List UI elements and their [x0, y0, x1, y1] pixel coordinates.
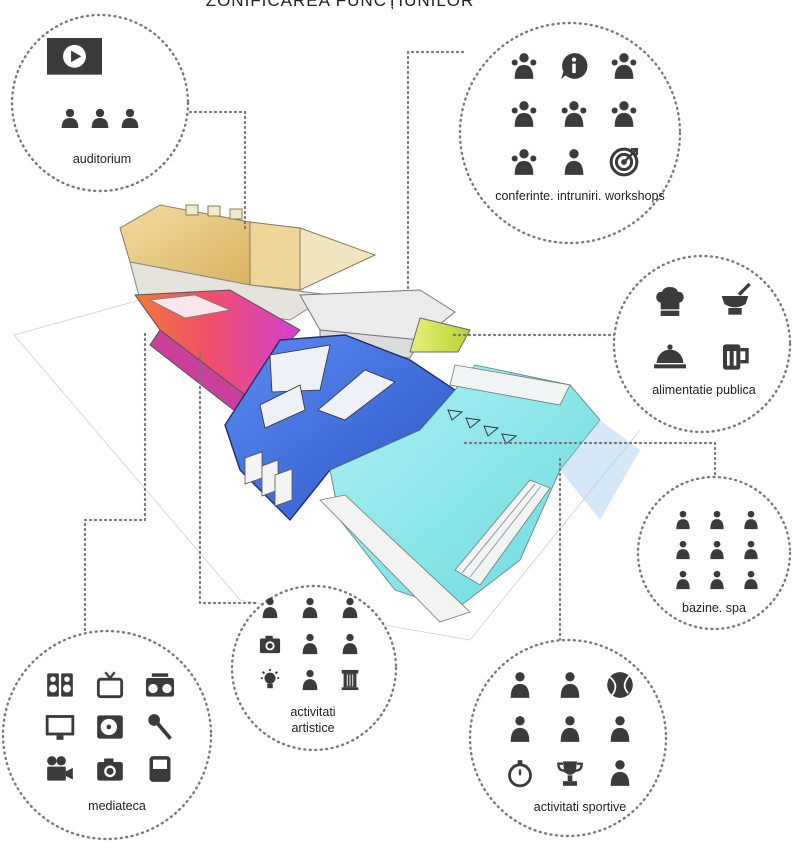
food-cloche-icon [654, 344, 686, 369]
feather-pen-icon [262, 597, 278, 619]
audience-person-icon [121, 108, 139, 128]
stopwatch-icon [508, 760, 532, 788]
lightbulb-icon [260, 669, 280, 689]
spa-stones-icon [744, 570, 758, 590]
skylight-triangles [447, 409, 518, 445]
spa-face-icon [676, 540, 690, 560]
diagram-title: ZONIFICAREA FUNCȚIUNILOR [205, 0, 475, 10]
mediateca-label: mediateca [88, 799, 146, 813]
gears-icon [302, 669, 318, 691]
screen-play-icon [47, 38, 102, 75]
auditorium-block-front [249, 221, 301, 291]
zone-circles [1, 13, 792, 841]
auditorium-label: auditorium [72, 152, 132, 166]
info-bubble-icon [561, 53, 588, 79]
mortar-pestle-icon [721, 282, 751, 315]
cyclist-icon [610, 716, 630, 742]
exchange-people-icon [611, 53, 637, 79]
meeting-table-icon [611, 101, 637, 127]
strongman-icon [610, 760, 630, 786]
pool-bleachers [454, 479, 551, 586]
spa-candles-icon [676, 570, 690, 590]
bazine-label: bazine. spa [682, 601, 746, 615]
column-icon [341, 669, 359, 691]
tv-icon [96, 671, 124, 699]
alimentatie-label: alimentatie publica [652, 383, 756, 397]
gymnast-icon [560, 672, 580, 698]
trophy-icon [557, 761, 583, 786]
speakers-icon [47, 673, 73, 697]
beer-mug-icon [723, 344, 749, 370]
artistice-label-line2: artistice [291, 721, 335, 735]
lecture-desk-icon [511, 149, 537, 175]
video-camera-icon [47, 756, 73, 781]
leaf-icon [676, 510, 690, 530]
flower-icon [710, 540, 724, 560]
boombox-icon [146, 673, 174, 697]
alimentatie-zone-circle [612, 254, 792, 434]
gear-idea-icon [564, 149, 584, 175]
microphone-icon [148, 714, 172, 740]
lyre-icon [342, 597, 358, 619]
turntable-icon [97, 715, 123, 739]
face-mask-icon [744, 540, 758, 560]
massage-icon [710, 510, 724, 530]
presenter-icon [511, 101, 537, 127]
monitor-icon [45, 715, 75, 740]
palette-icon [302, 597, 318, 619]
water-drop-icon [744, 510, 758, 530]
movie-camera-icon [302, 633, 318, 655]
walkman-icon [149, 756, 171, 782]
growth-team-icon [561, 101, 587, 127]
conferinte-label: conferinte. intruniri. workshops [495, 189, 665, 203]
sportive-label: activitati sportive [533, 800, 627, 814]
tennis-ball-icon [607, 672, 633, 698]
muscle-arm-icon [510, 716, 530, 742]
building-massing [119, 204, 640, 623]
photo-camera-icon [97, 758, 123, 781]
artistice-zone-circle [230, 584, 398, 752]
tennis-racket-icon [560, 716, 580, 742]
chef-hat-icon [656, 287, 684, 316]
audience-person-icon [61, 108, 79, 128]
audience-person-icon [91, 108, 109, 128]
artistice-label-line1: activitati [290, 705, 336, 719]
restaurant-wing [409, 317, 471, 353]
target-icon [609, 147, 639, 177]
camera-icon [259, 635, 281, 654]
theater-masks-icon [342, 633, 358, 655]
team-network-icon [511, 53, 537, 79]
spa-bowl-icon [710, 570, 724, 590]
swimmer-icon [510, 672, 530, 698]
facade-fins [244, 451, 293, 507]
